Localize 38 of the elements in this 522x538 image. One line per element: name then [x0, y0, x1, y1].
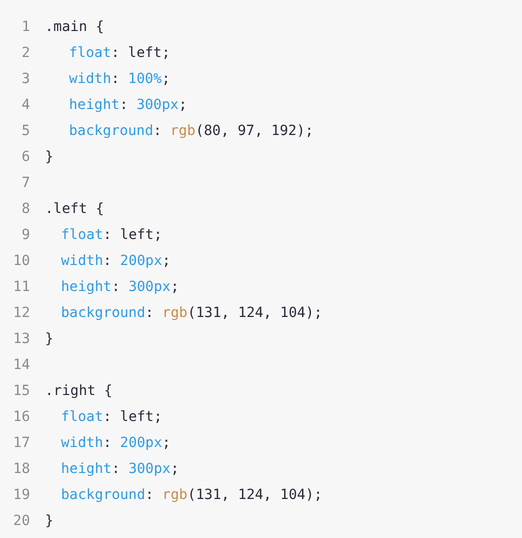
- line-number: 6: [20, 148, 30, 166]
- line-number: 16: [12, 408, 30, 426]
- line-number: 4: [20, 96, 30, 114]
- code-line: float: left;: [61, 408, 162, 426]
- code-line: height: 300px;: [69, 96, 188, 114]
- line-number: 17: [12, 434, 30, 452]
- code-line: }: [45, 330, 54, 348]
- line-number: 8: [20, 200, 30, 218]
- code-line: float: left;: [69, 44, 170, 62]
- line-number: 11: [12, 278, 30, 296]
- code-line: float: left;: [61, 226, 162, 244]
- code-line: background: rgb(131, 124, 104);: [61, 486, 322, 504]
- code-line: background: rgb(131, 124, 104);: [61, 304, 322, 322]
- line-number: 12: [12, 304, 30, 322]
- code-line: .right {: [45, 382, 112, 400]
- code-line: }: [45, 148, 54, 166]
- code-line: width: 200px;: [61, 434, 171, 452]
- line-number: 20: [12, 512, 30, 530]
- code-line: height: 300px;: [61, 460, 180, 478]
- line-number: 3: [20, 70, 30, 88]
- line-number: 9: [20, 226, 30, 244]
- line-number: 7: [20, 174, 30, 192]
- code-line: .main {: [45, 18, 104, 36]
- line-number: 10: [12, 252, 30, 270]
- line-number: 13: [12, 330, 30, 348]
- code-line: width: 100%;: [69, 70, 170, 88]
- code-line: height: 300px;: [61, 278, 180, 296]
- code-line: background: rgb(80, 97, 192);: [69, 122, 314, 140]
- line-number: 1: [20, 18, 30, 36]
- line-number: 18: [12, 460, 30, 478]
- line-number: 15: [12, 382, 30, 400]
- code-line: .left {: [45, 200, 104, 218]
- line-number: 5: [20, 122, 30, 140]
- code-line: }: [45, 512, 54, 530]
- line-number: 14: [12, 356, 30, 374]
- line-number: 2: [20, 44, 30, 62]
- line-number: 19: [12, 486, 30, 504]
- code-line: width: 200px;: [61, 252, 171, 270]
